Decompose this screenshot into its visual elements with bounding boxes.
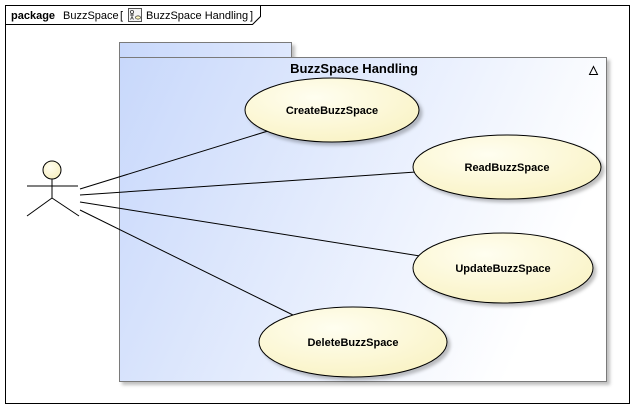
association-read: [79, 171, 417, 196]
association-delete: [79, 209, 298, 318]
use-case-read[interactable]: ReadBuzzSpace: [412, 134, 602, 200]
frame-diagram-name: BuzzSpace Handling: [146, 10, 248, 22]
association-update: [79, 201, 421, 257]
subject-tab: [119, 42, 292, 59]
triangle-icon[interactable]: [588, 65, 599, 75]
frame-bracket-open: [: [120, 10, 123, 22]
use-case-label: DeleteBuzzSpace: [307, 337, 398, 349]
use-case-label: UpdateBuzzSpace: [455, 263, 550, 275]
subject-title: BuzzSpace Handling: [290, 61, 418, 76]
use-case-label: ReadBuzzSpace: [465, 162, 550, 174]
actor-head: [42, 160, 62, 180]
use-case-label: CreateBuzzSpace: [286, 105, 378, 117]
use-case-diagram-icon: [128, 8, 142, 22]
frame-package-name: BuzzSpace: [63, 10, 119, 22]
frame-keyword: package: [11, 10, 55, 22]
stick-figure-icon[interactable]: [26, 160, 80, 217]
association-create: [79, 130, 269, 190]
use-case-delete[interactable]: DeleteBuzzSpace: [258, 306, 448, 378]
use-case-create[interactable]: CreateBuzzSpace: [244, 77, 420, 143]
frame-bracket-close: ]: [250, 10, 253, 22]
use-case-update[interactable]: UpdateBuzzSpace: [412, 232, 594, 304]
